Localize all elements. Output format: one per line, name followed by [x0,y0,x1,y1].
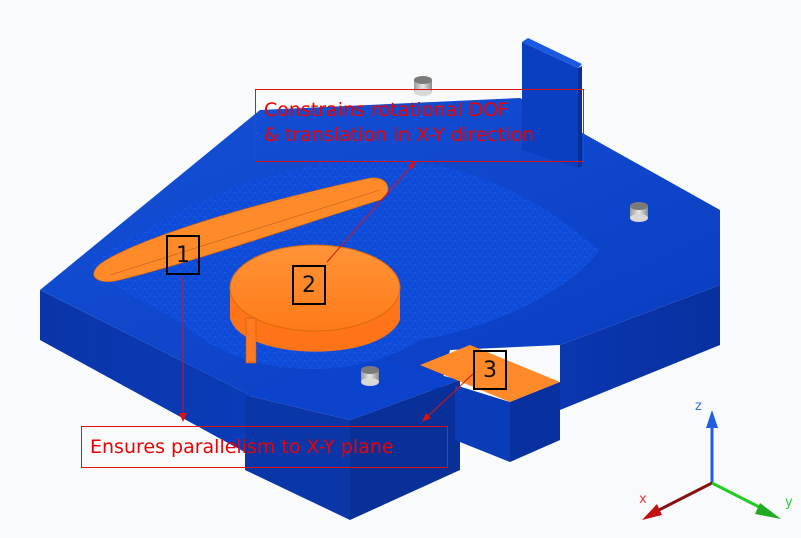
leader-3 [424,371,476,420]
tab-block-right [510,382,560,462]
locator-disc-top [229,244,401,332]
callout-parallelism: Ensures parallelism to X-Y plane [81,426,448,468]
callout-line-1: Constrains rotational DOF [264,99,509,121]
arrowhead-3 [422,413,431,422]
vertical-post-front [522,42,578,168]
pad-edge-line [109,189,381,276]
vertical-post-top [522,38,582,68]
callout-text: Ensures parallelism to X-Y plane [90,435,394,458]
dowel-pin [361,366,379,386]
marker-2: 2 [292,265,326,305]
y-axis-label: y [785,495,793,510]
tab-block-top [420,345,560,402]
dowel-pin [630,202,648,222]
leader-2 [326,162,415,263]
front-block-top [245,355,460,420]
marker-1: 1 [166,235,200,275]
marker-3: 3 [473,350,507,390]
marker-label: 2 [302,272,316,298]
marker-label: 3 [483,357,497,383]
z-axis-label: z [695,399,702,414]
base-left-face [40,290,250,455]
vertical-post-side [578,66,582,168]
x-axis-label: x [639,492,647,507]
marker-label: 1 [176,242,190,268]
callout-constrains-dof: Constrains rotational DOF & translation … [255,89,584,162]
front-block-right [350,380,460,520]
axis-triad [642,410,781,520]
arrowhead-2 [408,160,416,169]
disc-rib [245,317,257,364]
base-right-face [560,285,720,410]
callout-line-2: & translation in X-Y direction [264,124,534,146]
tab-block-left [455,385,510,462]
arrowhead-1 [179,413,187,422]
